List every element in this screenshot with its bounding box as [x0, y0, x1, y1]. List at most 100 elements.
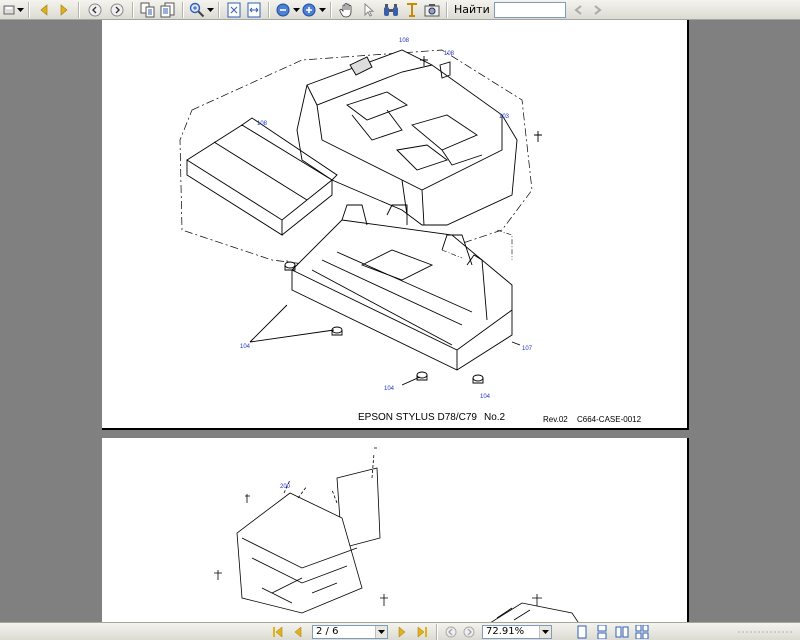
toolbar-separator	[132, 1, 134, 18]
main-toolbar: Найти	[0, 0, 800, 20]
fit-page-icon	[227, 2, 241, 17]
zoom-out-button[interactable]	[274, 1, 292, 19]
continuous-layout-button[interactable]	[592, 623, 612, 640]
hand-tool-button[interactable]	[336, 1, 358, 19]
select-arrow-button[interactable]	[358, 1, 380, 19]
next-view-button[interactable]	[106, 1, 128, 19]
toolbar-separator	[28, 1, 30, 18]
statusbar-separator	[436, 623, 438, 640]
chevron-down-icon	[16, 7, 24, 12]
last-page-icon	[417, 625, 427, 638]
forward-button[interactable]	[54, 1, 74, 19]
svg-text:107: 107	[522, 346, 533, 352]
zoom-in-button[interactable]	[300, 1, 318, 19]
chevron-down-icon	[318, 7, 326, 12]
chevron-down-icon	[206, 7, 214, 12]
svg-text:108: 108	[399, 38, 410, 44]
previous-view-button[interactable]	[442, 623, 460, 640]
save-icon	[3, 5, 15, 14]
next-view-icon	[463, 626, 475, 637]
find-label: Найти	[454, 3, 490, 16]
binoculars-icon	[384, 3, 398, 16]
svg-text:108: 108	[444, 51, 455, 57]
next-page-icon	[398, 625, 406, 638]
svg-text:103: 103	[499, 114, 510, 120]
save-dropdown[interactable]	[16, 1, 24, 19]
hand-tool-icon	[339, 2, 352, 17]
exploded-diagram-board: 200	[214, 447, 579, 622]
toolbar-separator	[268, 1, 270, 18]
snapshot-icon	[424, 3, 440, 16]
find-next-icon	[594, 4, 602, 15]
toolbar-separator	[218, 1, 220, 18]
fit-width-button[interactable]	[244, 1, 264, 19]
toolbar-separator	[330, 1, 332, 18]
toolbar-separator	[78, 1, 80, 18]
find-previous-icon	[574, 4, 582, 15]
facing-layout-button[interactable]	[612, 623, 632, 640]
statusbar-grip[interactable]	[730, 625, 800, 639]
save-button[interactable]	[2, 1, 16, 19]
svg-text:200: 200	[280, 484, 291, 490]
diagram-number: No.2	[484, 412, 506, 423]
next-view-icon	[110, 3, 124, 16]
last-page-button[interactable]	[412, 623, 432, 640]
zoom-level-text: 72.91%	[486, 626, 525, 637]
zoom-level-field[interactable]: 72.91%	[482, 624, 552, 639]
next-page-button[interactable]	[392, 623, 412, 640]
fit-page-button[interactable]	[224, 1, 244, 19]
snapshot-button[interactable]	[422, 1, 442, 19]
exploded-diagram-housing: 108 108 108 103 104 104 104 107	[179, 38, 542, 400]
rotate-button[interactable]	[158, 1, 178, 19]
previous-page-icon	[294, 625, 302, 638]
page-dropdown-button[interactable]	[375, 625, 387, 638]
back-button[interactable]	[34, 1, 54, 19]
zoom-in-tool-icon	[189, 2, 205, 17]
page-number-text: 2 / 6	[316, 626, 339, 637]
fit-width-icon	[247, 2, 261, 17]
single-page-layout-button[interactable]	[572, 623, 592, 640]
text-select-icon	[407, 2, 417, 17]
diagram-revision: Rev.02	[543, 415, 568, 424]
rotate-icon	[160, 2, 175, 17]
continuous-facing-layout-button[interactable]	[632, 623, 652, 640]
prev-view-icon	[88, 3, 102, 16]
previous-view-icon	[445, 626, 457, 637]
zoom-out-dropdown[interactable]	[292, 1, 300, 19]
zoom-tool-button[interactable]	[188, 1, 206, 19]
diagram-code: C664-CASE-0012	[577, 415, 642, 424]
facing-pages-icon	[615, 626, 629, 637]
document-viewport[interactable]: 108 108 108 103 104 104 104 107 EPSON ST…	[0, 20, 800, 622]
svg-text:104: 104	[480, 394, 491, 400]
prev-view-button[interactable]	[84, 1, 106, 19]
next-view-button-bottom[interactable]	[460, 623, 478, 640]
svg-text:104: 104	[384, 386, 395, 392]
forward-icon	[60, 3, 68, 16]
find-binoculars-button[interactable]	[380, 1, 402, 19]
find-input[interactable]	[493, 1, 566, 18]
back-icon	[40, 3, 48, 16]
page-number-field[interactable]: 2 / 6	[312, 624, 388, 639]
find-previous-button[interactable]	[570, 1, 588, 19]
text-select-button[interactable]	[402, 1, 422, 19]
first-page-icon	[273, 625, 283, 638]
select-arrow-icon	[364, 2, 375, 17]
previous-page-button[interactable]	[288, 623, 308, 640]
first-page-button[interactable]	[268, 623, 288, 640]
chevron-down-icon	[292, 7, 300, 12]
zoom-dropdown-button[interactable]	[539, 625, 551, 638]
zoom-in-icon	[302, 3, 316, 16]
chevron-down-icon	[378, 629, 385, 634]
diagram-title: EPSON STYLUS D78/C79	[358, 412, 477, 423]
zoom-out-icon	[276, 3, 290, 16]
svg-text:104: 104	[240, 344, 251, 350]
svg-text:108: 108	[257, 121, 268, 127]
continuous-page-icon	[597, 624, 607, 639]
page-layout-button[interactable]	[138, 1, 158, 19]
chevron-down-icon	[542, 629, 549, 634]
zoom-in-dropdown[interactable]	[318, 1, 326, 19]
single-page-icon	[577, 625, 587, 638]
document-page-2: 200	[102, 438, 689, 622]
zoom-tool-dropdown[interactable]	[206, 1, 214, 19]
find-next-button[interactable]	[588, 1, 606, 19]
